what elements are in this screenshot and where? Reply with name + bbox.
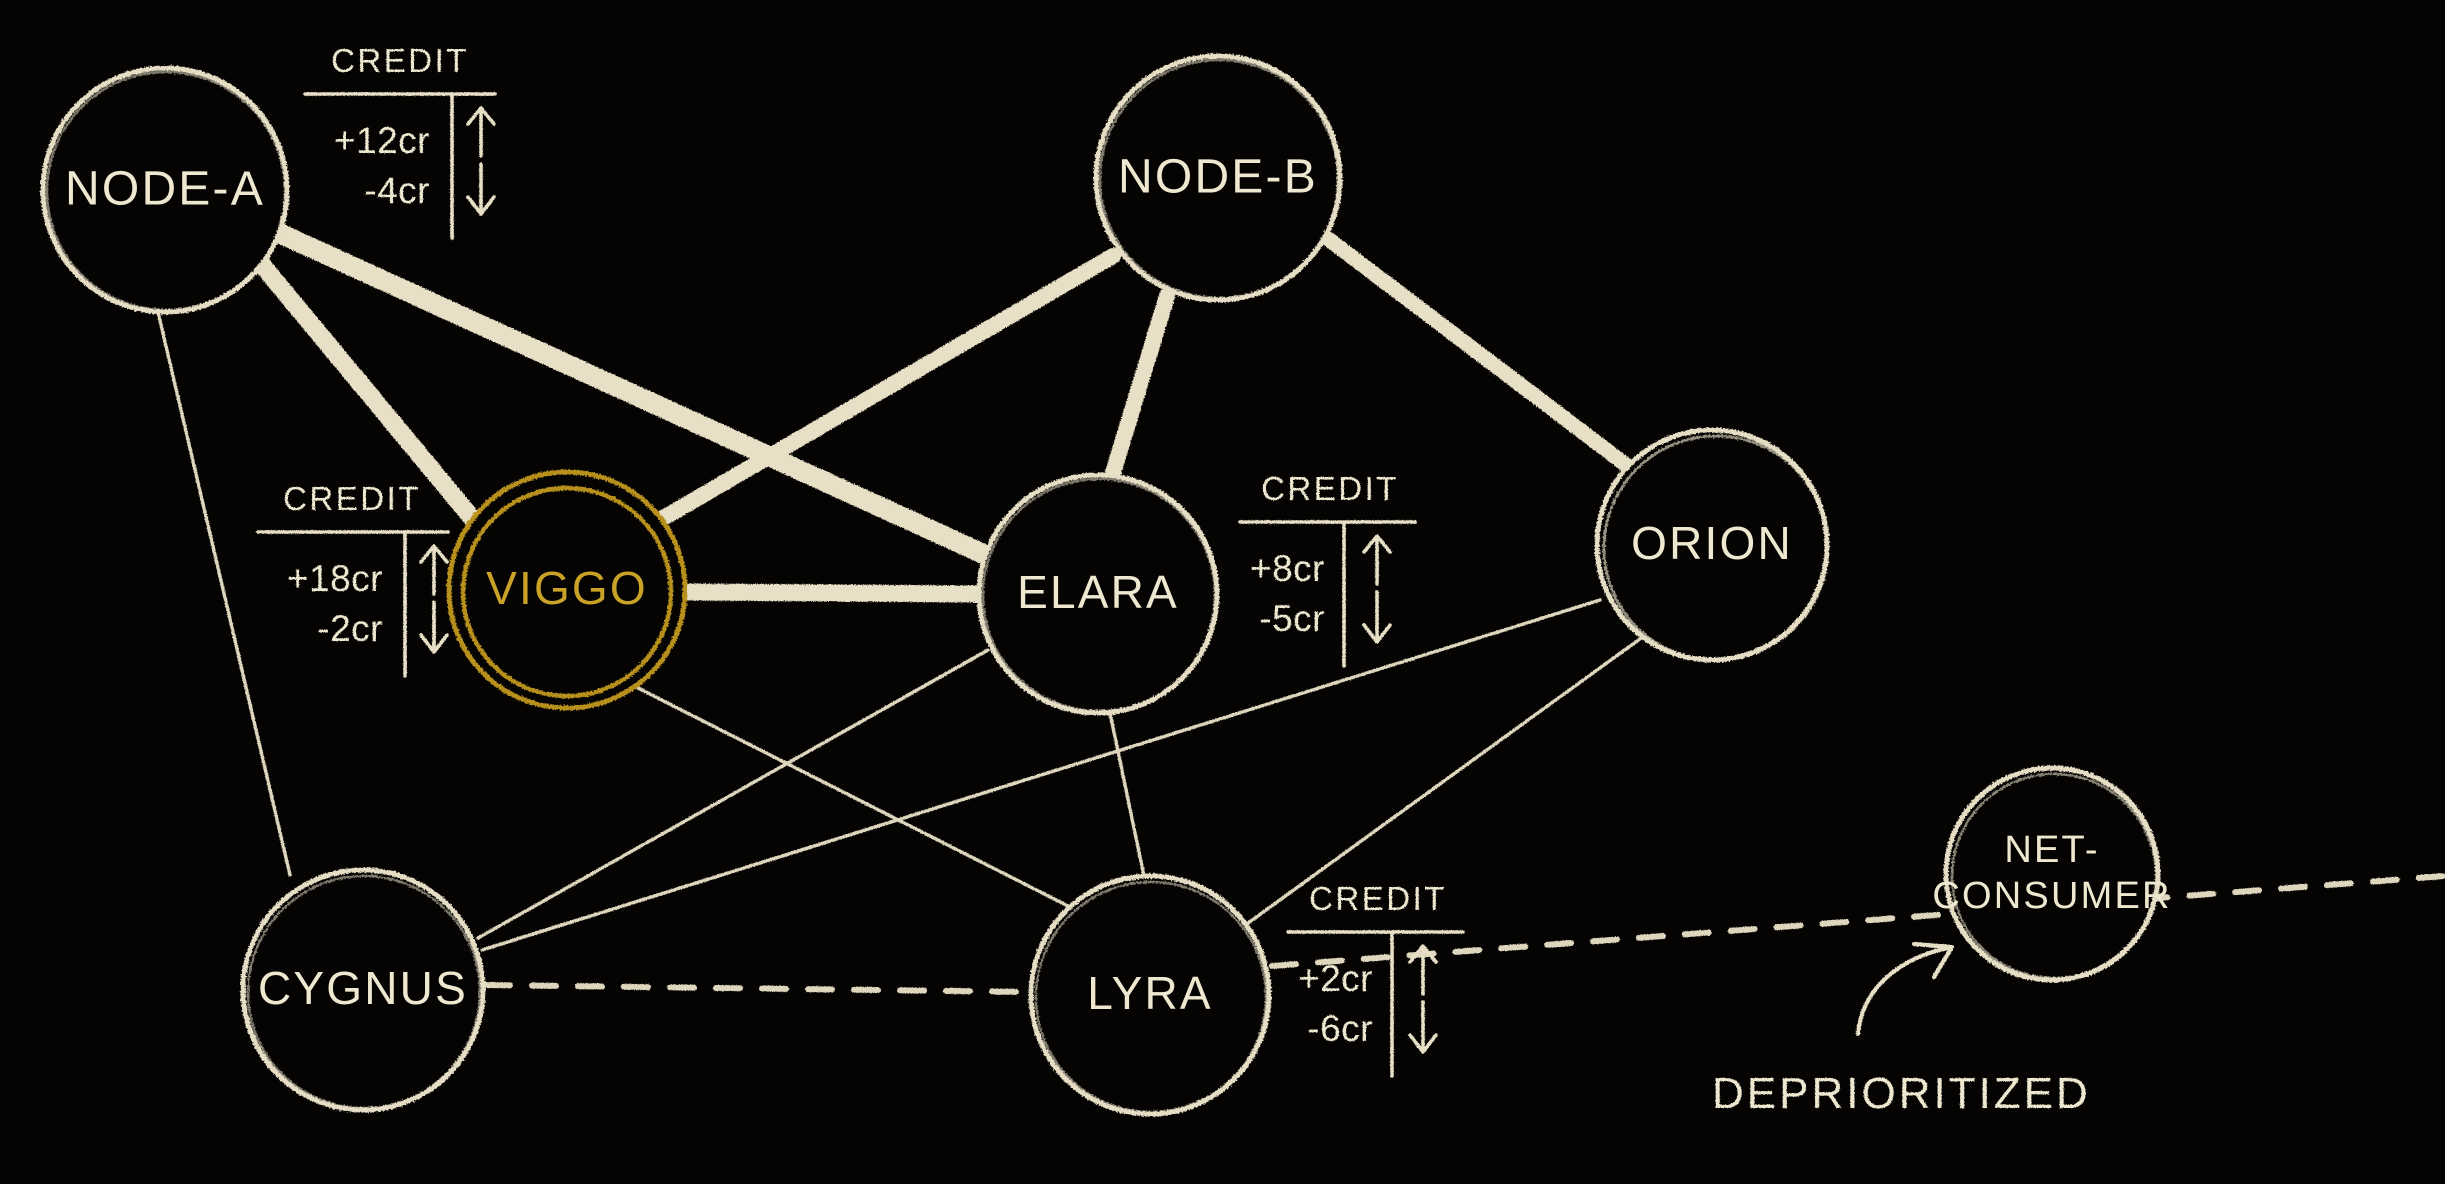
orion-label: ORION — [1631, 517, 1793, 569]
credit-node-a-inflow: +12cr — [334, 120, 430, 161]
dashed-edges-group — [483, 873, 2445, 995]
edge-viggo-lyra[interactable] — [636, 686, 1072, 909]
arrow-down-icon — [1408, 1000, 1438, 1054]
node-elara[interactable]: ELARA — [976, 472, 1220, 716]
edge-cygnus-lyra[interactable] — [483, 982, 1032, 995]
elara-ring — [976, 472, 1220, 716]
orion-disc — [1597, 430, 1827, 660]
viggo-label: VIGGO — [486, 562, 648, 614]
viggo-ring-highlight — [446, 469, 688, 711]
elara-disc — [979, 475, 1217, 713]
lyra-disc — [1031, 876, 1269, 1114]
orion-ring — [1594, 427, 1830, 663]
edge-orion-cygnus[interactable] — [480, 598, 1602, 952]
node-node-b[interactable]: NODE-B — [1093, 53, 1343, 303]
credit-node-a-title: CREDIT — [331, 42, 469, 79]
thin-edges-group — [156, 310, 1646, 952]
arrow-up-icon — [466, 106, 496, 158]
node-b-disc — [1096, 56, 1340, 300]
arrow-down-icon — [466, 162, 496, 216]
credit-elara-title: CREDIT — [1261, 470, 1399, 507]
arrow-up-icon — [1408, 944, 1438, 996]
credit-badge-lyra[interactable]: CREDIT +2cr -6cr — [1286, 880, 1465, 1078]
credit-node-a-outflow: -4cr — [364, 170, 430, 211]
net-consumer-label-line1: NET- — [2004, 829, 2099, 871]
arrow-down-icon — [1362, 590, 1392, 644]
cygnus-label: CYGNUS — [258, 962, 468, 1014]
deprioritized-annotation[interactable]: DEPRIORITIZED — [1712, 941, 2091, 1118]
elara-label: ELARA — [1017, 566, 1179, 618]
arrow-up-icon — [419, 544, 449, 596]
credit-elara-inflow: +8cr — [1250, 548, 1325, 589]
credit-lyra-inflow: +2cr — [1298, 958, 1373, 999]
node-orion[interactable]: ORION — [1594, 427, 1830, 663]
credit-lyra-outflow: -6cr — [1307, 1008, 1373, 1049]
edge-node-a-elara[interactable] — [258, 218, 998, 566]
net-consumer-disc — [1946, 768, 2158, 980]
edge-node-a-cygnus[interactable] — [156, 310, 292, 877]
node-a-disc — [43, 68, 287, 312]
credit-badge-node-a[interactable]: CREDIT +12cr -4cr — [303, 42, 497, 240]
arrow-down-icon — [419, 600, 449, 654]
credit-viggo-title: CREDIT — [283, 480, 421, 517]
node-lyra[interactable]: LYRA — [1028, 873, 1272, 1117]
credit-viggo-outflow: -2cr — [317, 608, 383, 649]
node-a-label: NODE-A — [65, 163, 265, 216]
cygnus-ring — [240, 867, 486, 1113]
edge-orion-lyra[interactable] — [1242, 634, 1646, 928]
node-viggo[interactable]: VIGGO — [446, 469, 688, 711]
cygnus-disc — [243, 870, 483, 1110]
net-consumer-label-line2: CONSUMER — [1932, 875, 2171, 917]
credit-lyra-title: CREDIT — [1309, 880, 1447, 917]
edge-lyra-netconsumer[interactable] — [1269, 873, 2445, 969]
edge-elara-cygnus[interactable] — [476, 648, 990, 940]
credit-viggo-inflow: +18cr — [287, 558, 383, 599]
edge-viggo-elara[interactable] — [675, 583, 990, 603]
credit-badge-viggo[interactable]: CREDIT +18cr -2cr — [256, 480, 450, 678]
credit-badge-elara[interactable]: CREDIT +8cr -5cr — [1238, 470, 1417, 668]
curved-arrow-head-icon — [1911, 941, 1955, 980]
credit-elara-outflow: -5cr — [1259, 598, 1325, 639]
node-net-consumer[interactable]: NET- CONSUMER — [1932, 765, 2171, 983]
node-b-ring — [1093, 53, 1343, 303]
lyra-ring — [1028, 873, 1272, 1117]
arrow-up-icon — [1362, 534, 1392, 586]
curved-arrow-icon — [1855, 945, 1951, 1037]
node-cygnus[interactable]: CYGNUS — [240, 867, 486, 1113]
edge-elara-lyra[interactable] — [1108, 711, 1146, 878]
net-consumer-ring — [1943, 765, 2161, 983]
node-b-label: NODE-B — [1118, 151, 1318, 204]
edge-node-b-orion[interactable] — [1319, 230, 1638, 476]
viggo-disc — [449, 472, 685, 708]
node-node-a[interactable]: NODE-A — [40, 65, 290, 315]
edge-node-b-elara[interactable] — [1104, 288, 1175, 484]
lyra-label: LYRA — [1087, 967, 1213, 1019]
edge-node-b-viggo[interactable] — [652, 248, 1121, 528]
deprioritized-label: DEPRIORITIZED — [1712, 1069, 2091, 1118]
edge-node-a-viggo[interactable] — [239, 239, 495, 544]
thick-edges-group — [239, 218, 1638, 603]
node-a-ring — [40, 65, 290, 315]
